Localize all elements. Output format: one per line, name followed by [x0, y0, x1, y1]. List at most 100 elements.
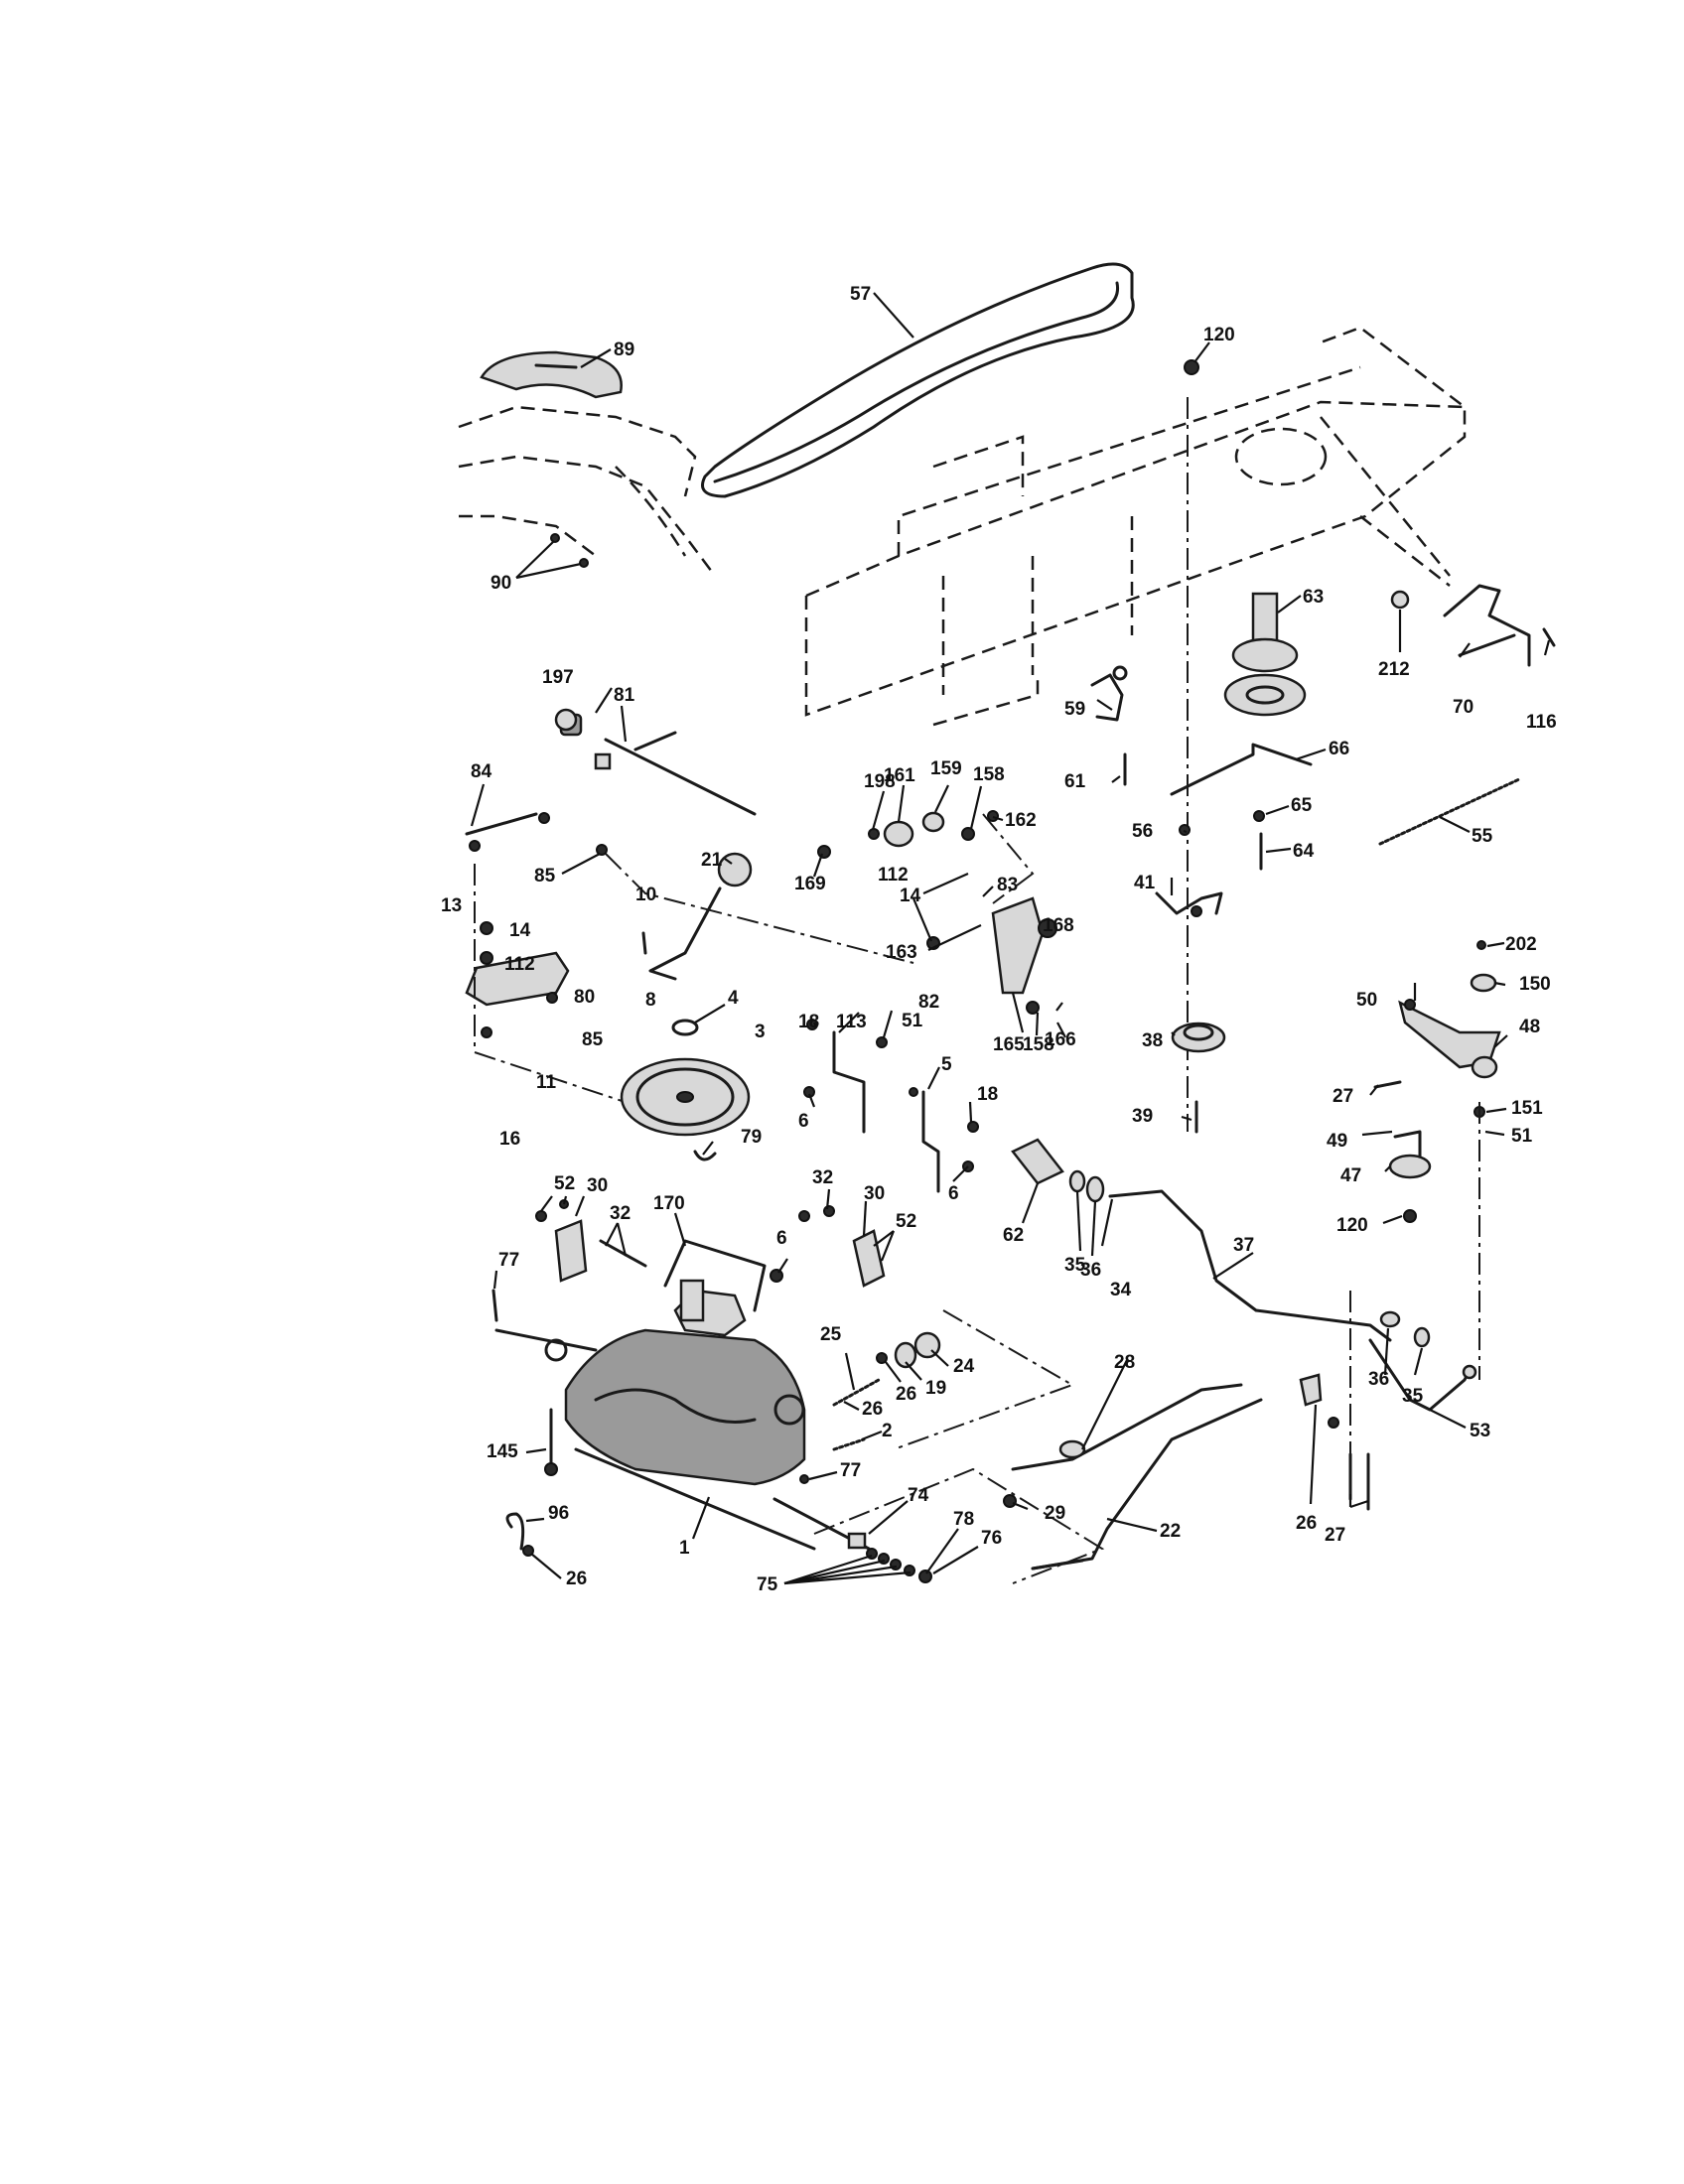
label-2: 2: [882, 1421, 893, 1441]
label-169: 169: [794, 874, 826, 894]
label-3: 3: [755, 1022, 766, 1042]
label-51b: 51: [1511, 1126, 1533, 1147]
part-22-rod: [1031, 1398, 1263, 1570]
label-163: 163: [886, 942, 917, 963]
part-113-bracket: [803, 1019, 888, 1134]
part-30-bracket-right: [798, 1205, 886, 1288]
label-25: 25: [820, 1324, 842, 1345]
label-14a: 14: [900, 886, 921, 906]
label-90: 90: [491, 573, 511, 594]
label-30b: 30: [864, 1183, 885, 1204]
chassis-frame: [804, 326, 1467, 727]
label-36a: 36: [1080, 1260, 1101, 1281]
label-4: 4: [728, 988, 739, 1009]
label-145: 145: [487, 1441, 518, 1462]
part-26-washer-b: [522, 1545, 534, 1557]
part-26-washer-c: [1299, 1373, 1339, 1429]
part-labels: 57 120 89 90 63 212 70 116 59 61 66 56 6…: [441, 284, 1557, 1595]
label-65: 65: [1291, 795, 1313, 816]
label-56: 56: [1132, 821, 1153, 842]
label-96: 96: [548, 1503, 569, 1524]
part-81-shaft: [559, 713, 757, 816]
label-49: 49: [1327, 1131, 1347, 1152]
label-85b: 85: [582, 1029, 604, 1050]
part-63-pulley: [1223, 592, 1307, 717]
part-197-bushing: [554, 708, 578, 732]
label-5: 5: [941, 1054, 952, 1075]
leader-dash-3: [982, 813, 1035, 904]
part-120-nut: [1184, 359, 1199, 375]
part-57-belt: [701, 262, 1135, 498]
label-13: 13: [441, 895, 462, 916]
part-3-pulley: [620, 1019, 751, 1161]
part-120-nut-lower: [1403, 1209, 1417, 1223]
label-16: 16: [499, 1129, 520, 1150]
label-35b: 35: [1402, 1386, 1424, 1407]
leader-lines: [470, 292, 1551, 1585]
part-65-washer: [1253, 810, 1265, 822]
label-21: 21: [701, 850, 723, 871]
label-52a: 52: [554, 1173, 575, 1194]
part-8-lever: [641, 852, 753, 981]
label-120b: 120: [1336, 1215, 1368, 1236]
part-55-spring: [1378, 777, 1521, 846]
part-74-axle: [772, 1497, 932, 1583]
part-38-pulley: [1171, 1022, 1226, 1053]
label-24: 24: [953, 1356, 975, 1377]
part-35-washer-a: [1068, 1169, 1086, 1193]
label-36b: 36: [1368, 1369, 1389, 1390]
part-70-bracket: [1390, 584, 1556, 667]
label-70: 70: [1453, 697, 1474, 718]
label-11: 11: [536, 1072, 557, 1093]
label-76: 76: [981, 1528, 1002, 1549]
label-64: 64: [1293, 841, 1315, 862]
part-47-pulley: [1388, 1130, 1432, 1179]
label-26c: 26: [1296, 1513, 1317, 1534]
part-77-bolt-right: [799, 1474, 809, 1484]
part-96-pin: [505, 1512, 525, 1551]
label-77b: 77: [840, 1460, 861, 1481]
label-55: 55: [1472, 826, 1493, 847]
dash-panel: [458, 405, 716, 577]
part-29-clip: [1003, 1494, 1017, 1508]
label-18a: 18: [798, 1012, 819, 1032]
part-37-shaft: [1108, 1189, 1392, 1342]
label-6a: 6: [798, 1111, 809, 1132]
label-19: 19: [925, 1378, 946, 1399]
label-14b: 14: [509, 920, 531, 941]
label-78: 78: [953, 1509, 974, 1530]
label-116: 116: [1526, 712, 1557, 733]
label-6c: 6: [776, 1228, 787, 1249]
label-197: 197: [542, 667, 574, 688]
label-83: 83: [997, 875, 1018, 895]
label-82: 82: [918, 992, 939, 1013]
label-26b: 26: [862, 1399, 883, 1420]
label-85a: 85: [534, 866, 556, 887]
label-113: 113: [836, 1012, 867, 1032]
part-5-bracket: [909, 1087, 979, 1193]
label-34: 34: [1110, 1280, 1132, 1300]
label-59: 59: [1064, 699, 1085, 720]
part-27-bolt-upper: [1373, 1080, 1402, 1089]
part-145-bolt: [544, 1408, 558, 1476]
label-84: 84: [471, 761, 492, 782]
label-27a: 27: [1333, 1086, 1353, 1107]
part-84-bracket: [465, 812, 608, 856]
label-81: 81: [614, 685, 635, 706]
label-89: 89: [614, 340, 634, 360]
label-75: 75: [757, 1574, 778, 1595]
label-29: 29: [1045, 1503, 1065, 1524]
part-56-bolt: [1179, 824, 1191, 836]
label-158b: 158: [1023, 1034, 1054, 1055]
label-212: 212: [1378, 659, 1410, 680]
label-198: 198: [864, 771, 896, 792]
label-63: 63: [1303, 587, 1324, 608]
label-32a: 32: [610, 1203, 631, 1224]
part-19-bushing: [894, 1341, 917, 1369]
part-165-idler-arm: [926, 896, 1057, 1015]
label-26d: 26: [566, 1569, 587, 1589]
part-35-washer-b: [1413, 1326, 1431, 1348]
part-159-161-bushings: [817, 810, 999, 859]
label-51a: 51: [902, 1011, 923, 1031]
